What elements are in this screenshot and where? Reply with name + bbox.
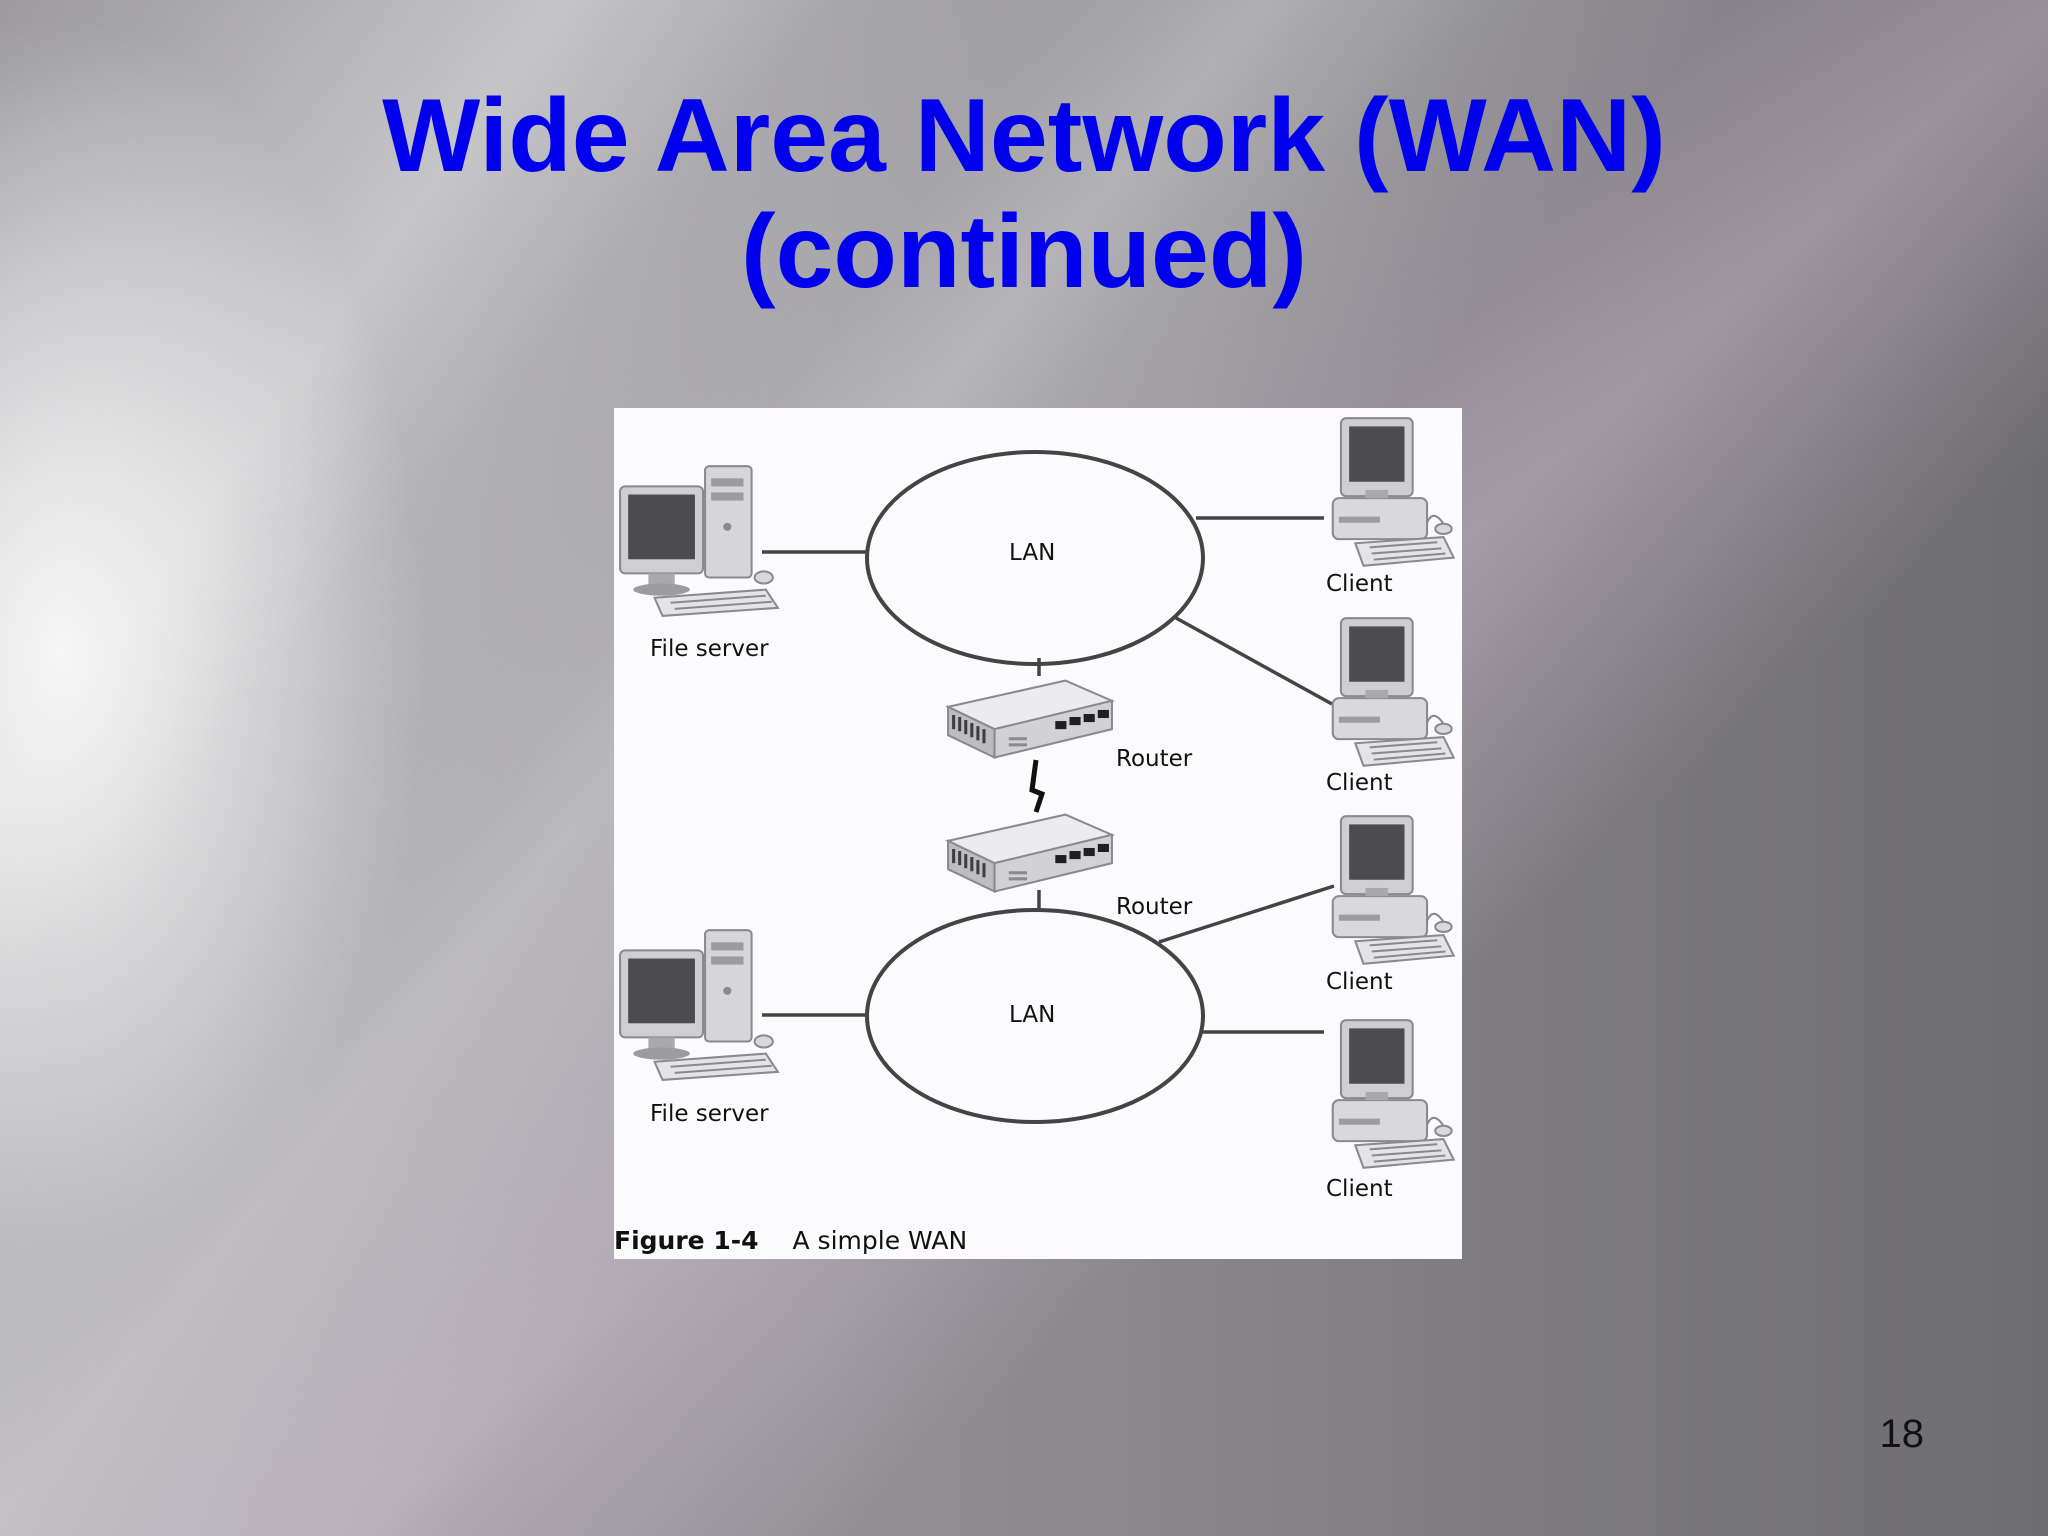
caption-label: Figure 1-4 xyxy=(614,1226,759,1255)
client-computer-icon xyxy=(1331,617,1455,767)
wan-link-icon xyxy=(1029,759,1046,813)
client-label-4: Client xyxy=(1326,1176,1393,1202)
page-number: 18 xyxy=(1879,1412,1925,1456)
router-label-top: Router xyxy=(1116,746,1193,772)
link-client-2 xyxy=(1175,616,1333,706)
title-line-2: (continued) xyxy=(740,194,1308,310)
figure-caption: Figure 1-4 A simple WAN xyxy=(614,1226,967,1255)
client-computer-icon xyxy=(1331,1019,1455,1169)
lan-bottom-ellipse xyxy=(865,908,1205,1124)
client-computer-icon xyxy=(1331,815,1455,965)
file-server-label-top: File server xyxy=(650,636,769,662)
client-computer-icon xyxy=(1331,417,1455,567)
lan-label-top: LAN xyxy=(1009,540,1056,566)
lan-top-ellipse xyxy=(865,450,1205,666)
client-label-2: Client xyxy=(1326,770,1393,796)
router-label-bottom: Router xyxy=(1116,894,1193,920)
client-label-3: Client xyxy=(1326,969,1393,995)
client-label-1: Client xyxy=(1326,571,1393,597)
wan-figure: LAN LAN File server File server Router R… xyxy=(614,408,1462,1259)
connection-lines xyxy=(762,516,1335,1034)
file-server-icon xyxy=(619,465,779,617)
router-icon xyxy=(947,813,1113,893)
slide-title: Wide Area Network (WAN) (continued) xyxy=(0,78,2048,310)
file-server-icon xyxy=(619,929,779,1081)
title-line-1: Wide Area Network (WAN) xyxy=(382,78,1666,194)
link-client-3 xyxy=(1158,884,1335,944)
wan-diagram-svg xyxy=(619,417,1455,1169)
lan-label-bottom: LAN xyxy=(1009,1002,1056,1028)
caption-text: A simple WAN xyxy=(792,1226,968,1255)
router-icon xyxy=(947,679,1113,759)
file-server-label-bottom: File server xyxy=(650,1101,769,1127)
